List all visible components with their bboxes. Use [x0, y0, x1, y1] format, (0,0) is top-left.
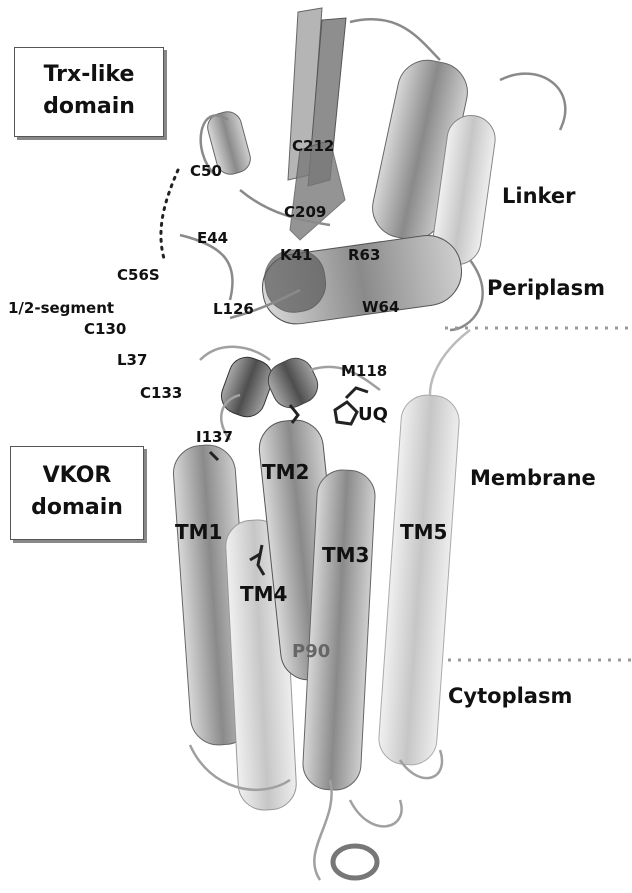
residue-label-k41: K41 — [280, 246, 313, 264]
region-label-membrane: Membrane — [470, 466, 596, 490]
residue-label-w64: W64 — [362, 298, 399, 316]
residue-label-c209: C209 — [284, 203, 326, 221]
region-label-linker: Linker — [502, 184, 576, 208]
bottom-loop — [333, 846, 377, 878]
region-label-periplasm: Periplasm — [487, 276, 605, 300]
residue-label-uq: UQ — [358, 404, 388, 425]
trx-domain-label-line2: domain — [15, 92, 163, 122]
residue-label-c212: C212 — [292, 137, 334, 155]
vkor-domain-helices — [172, 352, 461, 811]
residue-label-e44: E44 — [197, 229, 228, 247]
vkor-domain-box: VKOR domain — [10, 446, 144, 540]
helix-label-tm5: TM5 — [400, 520, 447, 544]
residue-label-segment: 1/2-segment — [8, 299, 114, 317]
region-label-cytoplasm: Cytoplasm — [448, 684, 572, 708]
residue-label-i137: I137 — [196, 428, 233, 446]
residue-label-m118: M118 — [341, 362, 387, 380]
helix-label-tm1: TM1 — [175, 520, 222, 544]
vkor-domain-label-line1: VKOR — [11, 461, 143, 491]
residue-label-c50: C50 — [190, 162, 222, 180]
residue-label-c133: C133 — [140, 384, 182, 402]
residue-label-l126: L126 — [213, 300, 254, 318]
residue-label-c130: C130 — [84, 320, 126, 338]
helix-label-tm3: TM3 — [322, 543, 369, 567]
residue-label-p90: P90 — [292, 641, 330, 662]
dotted-segment — [161, 170, 178, 262]
trx-domain-helices — [205, 55, 499, 329]
helix-label-tm2: TM2 — [262, 460, 309, 484]
trx-domain-label-line1: Trx-like — [15, 60, 163, 90]
helix-label-tm4: TM4 — [240, 582, 287, 606]
residue-label-l37: L37 — [117, 351, 147, 369]
vkor-domain-label-line2: domain — [11, 493, 143, 523]
residue-label-r63: R63 — [348, 246, 380, 264]
residue-label-c56s: C56S — [117, 266, 160, 284]
trx-domain-box: Trx-like domain — [14, 47, 164, 137]
